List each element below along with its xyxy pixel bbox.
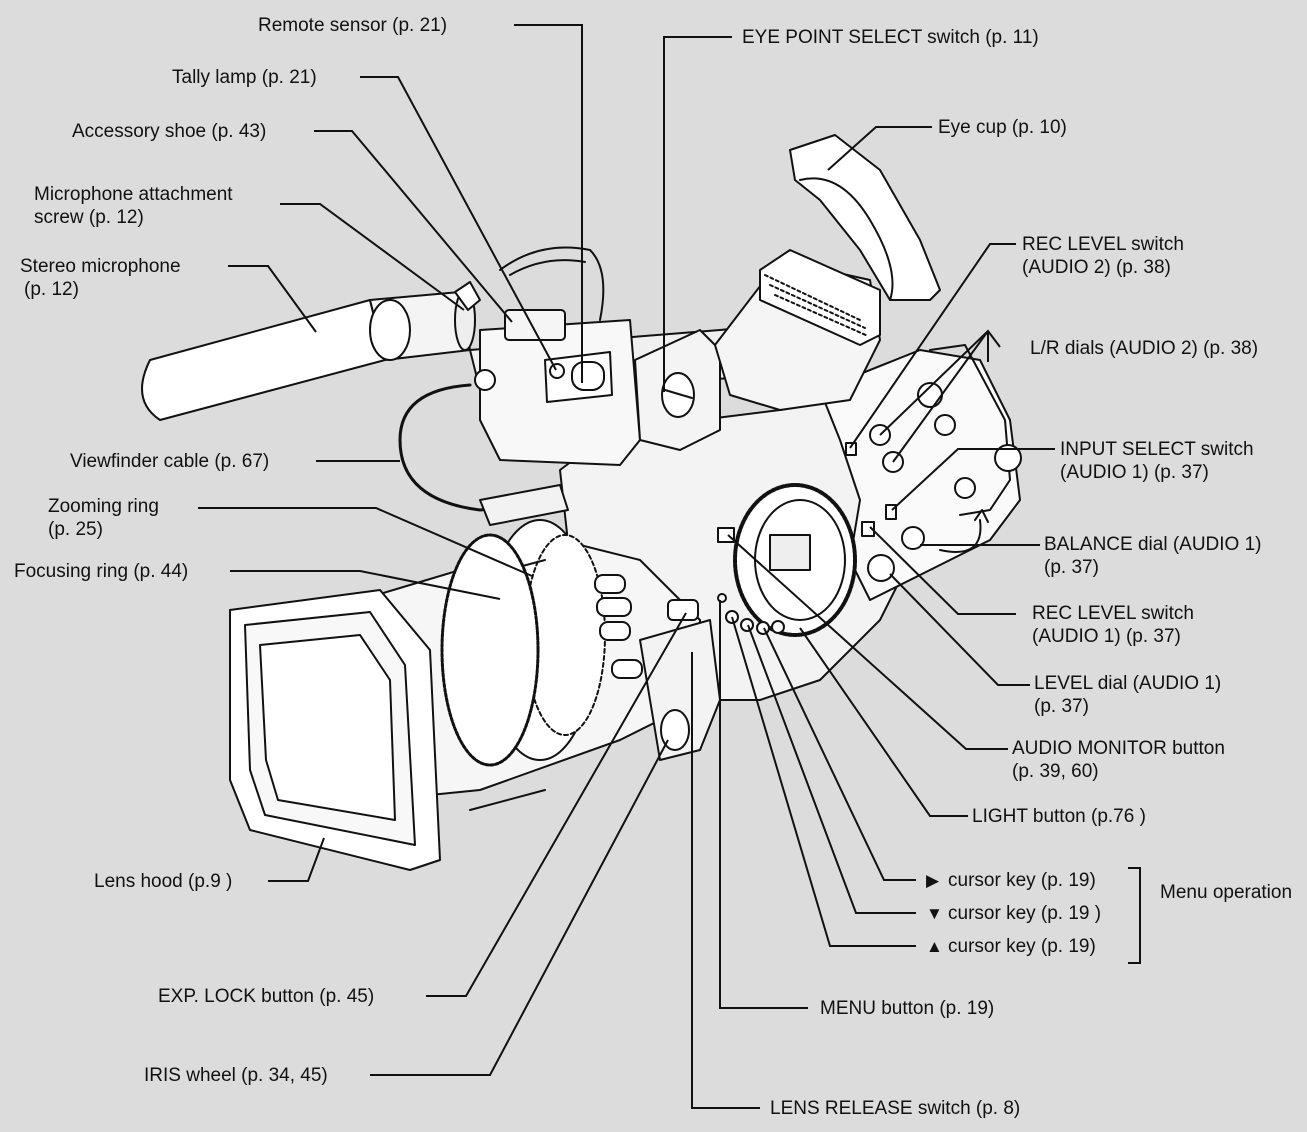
label-stereo-mic: Stereo microphone (p. 12) (20, 255, 181, 301)
label-viewfinder-cable: Viewfinder cable (p. 67) (70, 451, 270, 472)
label-focusing-ring: Focusing ring (p. 44) (14, 561, 189, 582)
leader-cursor-up (731, 616, 916, 947)
leader-cursor-right (763, 627, 916, 881)
leader-level-dial (889, 573, 1030, 686)
label-audio-monitor-line1: AUDIO MONITOR button (1012, 738, 1225, 759)
label-iris-wheel: IRIS wheel (p. 34, 45) (144, 1065, 328, 1086)
label-level-dial-line1: LEVEL dial (AUDIO 1) (1034, 673, 1222, 694)
label-mic-screw-line2: screw (p. 12) (34, 207, 144, 228)
label-zooming-ring: Zooming ring (p. 25) (48, 495, 159, 541)
leader-eye-point (663, 36, 732, 392)
label-balance: BALANCE dial (AUDIO 1) (p. 37) (1044, 533, 1262, 579)
label-cursor-up-text: cursor key (p. 19) (948, 936, 1096, 957)
label-balance-line1: BALANCE dial (AUDIO 1) (1044, 534, 1262, 555)
label-rec-level-a1-line2: (AUDIO 1) (p. 37) (1032, 626, 1181, 647)
label-input-select-line2: (AUDIO 1) (p. 37) (1060, 462, 1209, 483)
label-audio-monitor-line2: (p. 39, 60) (1012, 761, 1099, 782)
leader-remote-sensor (514, 24, 583, 383)
label-remote-sensor: Remote sensor (p. 21) (258, 15, 448, 36)
label-tally-lamp: Tally lamp (p. 21) (172, 67, 317, 88)
leader-cursor-down (747, 624, 916, 914)
up-arrow-icon: ▲ (926, 937, 943, 956)
down-arrow-icon: ▼ (926, 904, 943, 923)
label-audio-monitor: AUDIO MONITOR button (p. 39, 60) (1012, 737, 1225, 783)
leader-stereo-mic (228, 265, 317, 333)
label-light-button: LIGHT button (p.76 ) (972, 806, 1146, 827)
leader-light-button (799, 627, 968, 817)
label-menu-operation-line2: operation (1212, 882, 1293, 903)
label-rec-level-a2: REC LEVEL switch (AUDIO 2) (p. 38) (1022, 233, 1184, 279)
label-balance-line2: (p. 37) (1044, 557, 1099, 578)
label-mic-screw: Microphone attachment screw (p. 12) (34, 183, 233, 229)
label-zooming-ring-line2: (p. 25) (48, 519, 103, 540)
leader-mic-screw (280, 203, 465, 311)
label-mic-screw-line1: Microphone attachment (34, 184, 233, 205)
label-stereo-mic-line2: (p. 12) (24, 279, 79, 300)
label-level-dial-line2: (p. 37) (1034, 696, 1089, 717)
label-cursor-right: ▶ cursor key (p. 19) (926, 869, 1096, 892)
label-cursor-down: ▼ cursor key (p. 19 ) (926, 902, 1101, 925)
label-input-select: INPUT SELECT switch (AUDIO 1) (p. 37) (1060, 438, 1254, 484)
label-lens-release: LENS RELEASE switch (p. 8) (770, 1098, 1021, 1119)
leader-focusing-ring (230, 570, 501, 600)
label-menu-operation-line1: Menu (1160, 882, 1208, 903)
label-exp-lock: EXP. LOCK button (p. 45) (158, 986, 375, 1007)
label-rec-level-a2-line1: REC LEVEL switch (1022, 234, 1184, 255)
label-lr-dials: L/R dials (AUDIO 2) (p. 38) (1030, 338, 1259, 359)
leader-lr-dials-b (892, 330, 989, 463)
right-arrow-icon: ▶ (926, 871, 940, 890)
label-rec-level-a1: REC LEVEL switch (AUDIO 1) (p. 37) (1032, 602, 1194, 648)
leader-audio-monitor (727, 534, 1008, 750)
label-zooming-ring-line1: Zooming ring (48, 496, 159, 517)
leader-tally-lamp (360, 76, 557, 371)
leader-accessory-shoe (314, 130, 513, 323)
label-eye-point: EYE POINT SELECT switch (p. 11) (742, 27, 1039, 48)
label-cursor-up: ▲ cursor key (p. 19) (926, 935, 1096, 958)
leader-lines (198, 24, 1141, 1109)
label-menu-operation: Menu operation (1160, 881, 1292, 905)
leader-menu-button (719, 600, 808, 1009)
label-cursor-down-text: cursor key (p. 19 ) (948, 903, 1102, 924)
leader-exp-lock (426, 612, 687, 997)
leader-input-select (891, 448, 1055, 511)
leader-rec-level-a2 (849, 243, 1016, 449)
label-cursor-right-text: cursor key (p. 19) (948, 870, 1096, 891)
leader-zooming-ring (198, 507, 533, 577)
label-eye-cup: Eye cup (p. 10) (938, 117, 1067, 138)
leader-iris-wheel (370, 739, 669, 1076)
leader-lens-release (691, 652, 760, 1109)
leader-lens-hood (268, 837, 325, 882)
leader-eye-cup (827, 126, 932, 171)
label-rec-level-a2-line2: (AUDIO 2) (p. 38) (1022, 257, 1171, 278)
leader-rec-level-a1 (869, 526, 1016, 615)
menu-bracket (1128, 867, 1141, 964)
label-stereo-mic-line1: Stereo microphone (20, 256, 181, 277)
label-menu-button: MENU button (p. 19) (820, 998, 995, 1019)
label-rec-level-a1-line1: REC LEVEL switch (1032, 603, 1194, 624)
label-lens-hood: Lens hood (p.9 ) (94, 871, 233, 892)
label-input-select-line1: INPUT SELECT switch (1060, 439, 1254, 460)
label-level-dial: LEVEL dial (AUDIO 1) (p. 37) (1034, 672, 1221, 718)
label-accessory-shoe: Accessory shoe (p. 43) (72, 121, 267, 142)
